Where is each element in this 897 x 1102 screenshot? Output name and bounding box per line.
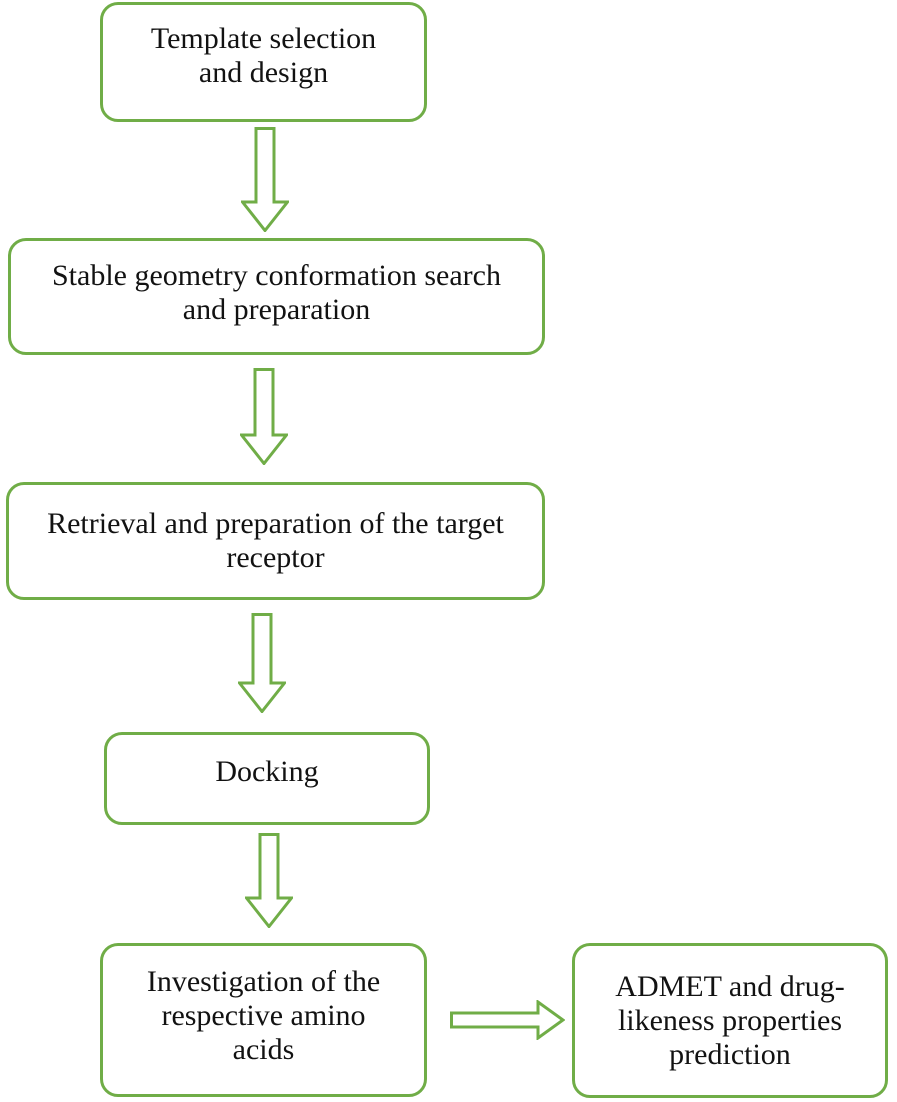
arrow-down-icon bbox=[245, 833, 293, 928]
flow-node-receptor-retrieval: Retrieval and preparation of the target … bbox=[6, 482, 545, 600]
arrow-down-icon bbox=[241, 127, 289, 232]
flow-node-admet-prediction: ADMET and drug- likeness properties pred… bbox=[572, 943, 888, 1098]
flow-node-label: ADMET and drug- likeness properties pred… bbox=[615, 969, 845, 1071]
flow-node-label: Docking bbox=[215, 754, 319, 788]
flow-node-label: Template selection and design bbox=[150, 22, 377, 89]
flow-node-docking: Docking bbox=[104, 732, 430, 825]
arrow-down-icon bbox=[240, 368, 288, 465]
flow-node-label: Stable geometry conformation search and … bbox=[51, 258, 501, 326]
flow-node-label: Retrieval and preparation of the target … bbox=[47, 507, 504, 574]
arrow-right-icon bbox=[450, 1000, 565, 1040]
flow-node-template-selection: Template selection and design bbox=[100, 2, 427, 122]
flow-node-label: Investigation of the respective amino ac… bbox=[146, 965, 381, 1066]
flow-node-amino-acids: Investigation of the respective amino ac… bbox=[100, 943, 427, 1097]
flow-node-geometry-search: Stable geometry conformation search and … bbox=[8, 238, 545, 355]
arrow-down-icon bbox=[238, 613, 286, 713]
